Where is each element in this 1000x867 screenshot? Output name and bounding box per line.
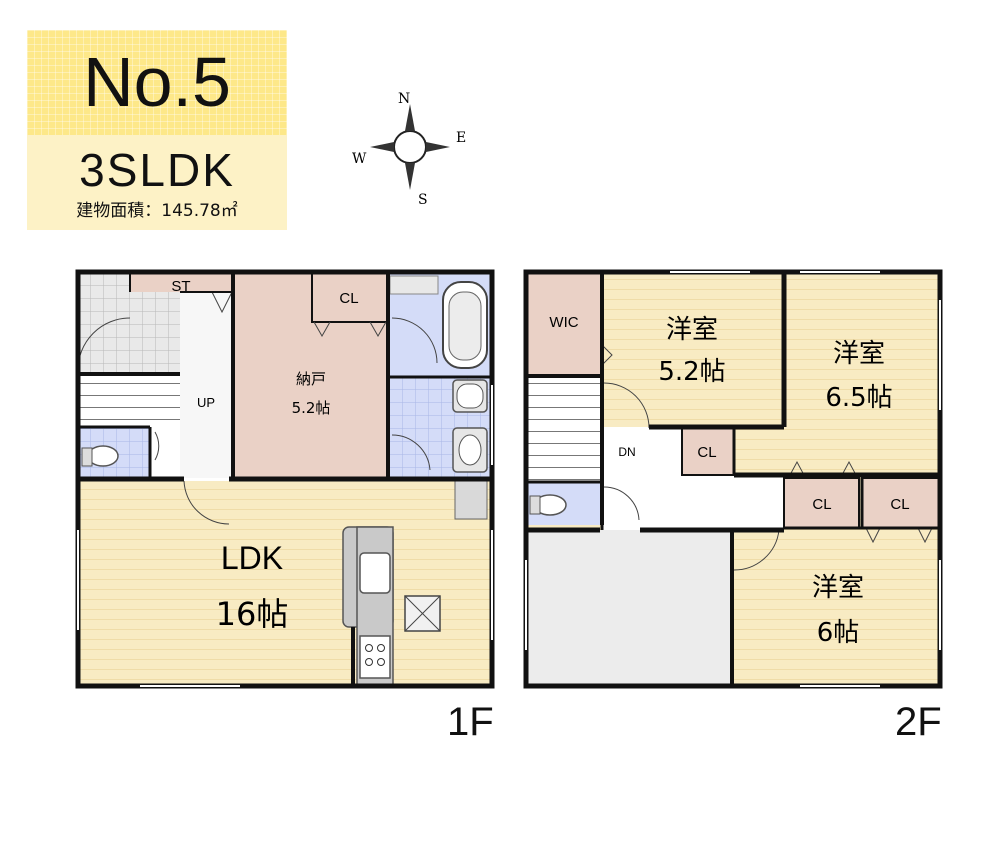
- label-up: UP: [197, 395, 215, 410]
- st-storage: [130, 272, 232, 292]
- label-cl-1f: CL: [339, 290, 358, 307]
- compass-s: S: [418, 192, 428, 208]
- ldk-floor: [78, 481, 492, 686]
- plan-badge: No.5 3SLDK 建物面積：145.78㎡: [27, 30, 287, 230]
- label-storage: 納戸: [296, 370, 326, 388]
- label-storage-size: 5.2帖: [292, 399, 331, 417]
- cl-closet-b: [783, 477, 860, 529]
- balcony: [526, 530, 732, 686]
- cl-closet-1f: [311, 271, 388, 323]
- wic-room: [526, 272, 602, 375]
- building-area: 建物面積：145.78㎡: [76, 201, 238, 221]
- label-room2-size: 6.5帖: [825, 383, 892, 413]
- compass-w: W: [352, 151, 367, 167]
- badge-top: [27, 30, 287, 135]
- label-cl-b: CL: [812, 496, 831, 513]
- plan-number: No.5: [83, 43, 231, 121]
- label-room3-size: 6帖: [817, 618, 860, 648]
- label-ldk: LDK: [221, 540, 283, 576]
- layout-type: 3SLDK: [79, 144, 235, 196]
- stair-1f: [78, 375, 180, 427]
- label-dn: DN: [618, 445, 635, 459]
- compass-icon: [370, 104, 450, 190]
- floor-1-label: 1F: [447, 700, 494, 744]
- fridge: [454, 480, 488, 520]
- entrance-step: [130, 292, 180, 372]
- badge-bottom: [27, 135, 287, 230]
- label-room3: 洋室: [812, 573, 864, 603]
- compass-e: E: [456, 130, 466, 146]
- shelf: [389, 275, 439, 295]
- label-st: ST: [171, 278, 190, 295]
- stove-icon: [359, 635, 391, 679]
- floor-1-plan: [75, 269, 495, 689]
- floor-2-plan: [523, 269, 943, 689]
- hall: [180, 292, 232, 478]
- label-wic: WIC: [549, 314, 578, 331]
- label-ldk-size: 16帖: [216, 595, 289, 633]
- floor-2-label: 2F: [895, 700, 942, 744]
- label-cl-c: CL: [890, 496, 909, 513]
- stair-2f: [526, 377, 602, 481]
- compass-n: N: [398, 91, 410, 107]
- label-room2: 洋室: [833, 339, 885, 369]
- kitchen-sink-icon: [359, 552, 391, 594]
- label-room1-size: 5.2帖: [658, 357, 725, 387]
- label-room1: 洋室: [666, 315, 718, 345]
- entrance-floor: [78, 272, 130, 372]
- label-cl-a: CL: [697, 444, 716, 461]
